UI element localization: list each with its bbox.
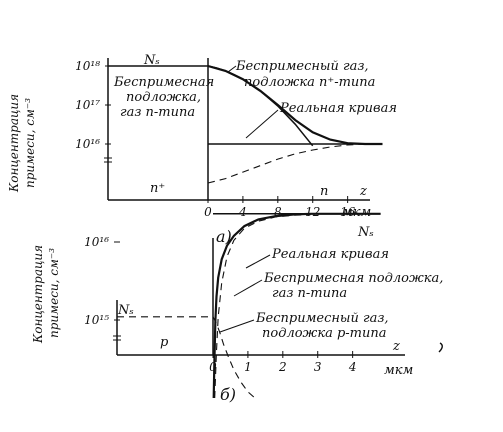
bottom-ylabel-line1: Концентрация	[31, 245, 45, 344]
bottom-ann-real: Реальная кривая	[271, 247, 389, 262]
bottom-series-2-line	[212, 212, 381, 399]
top-x-tick-label-3: 12	[305, 205, 320, 219]
top-ann-sub-line3: газ n-типа	[120, 105, 195, 120]
bottom-x-tick-label-3: 3	[314, 360, 322, 374]
top-unit: мкм	[342, 205, 371, 220]
top-x-tick-label-4: 16	[340, 205, 356, 219]
bottom-ylabel-line2: примеси, см⁻³	[47, 248, 61, 338]
bottom-x-tick-label-1: 1	[244, 360, 252, 374]
top-ylabel-line1: Концентрация	[7, 94, 21, 193]
top-region-left: n⁺	[150, 181, 165, 196]
top-ann-sub-line1: Беспримесная	[113, 75, 214, 90]
top-ylabel-line2: примеси, см⁻³	[23, 98, 37, 188]
stray-mark	[438, 342, 443, 353]
top-y-ticks: 10¹⁸ 10¹⁷ 10¹⁶	[75, 59, 111, 151]
top-panel-label: а)	[216, 227, 232, 246]
bottom-ann-sub-line2: газ n-типа	[272, 286, 347, 301]
top-ann-real-leader	[245, 109, 279, 139]
bottom-ann-sub-leader	[233, 279, 263, 297]
top-ann-gas-leader	[227, 65, 237, 73]
bottom-x-ticks: 0 1 2 3 4	[209, 351, 356, 374]
bottom-ns-left: Nₛ	[117, 303, 134, 318]
bottom-y-tick-label-1: 10¹⁵	[84, 313, 109, 327]
top-ann-real: Реальная кривая	[279, 101, 397, 116]
top-axis-symbol: z	[359, 184, 367, 199]
bottom-axis-symbol: z	[392, 339, 400, 354]
bottom-ann-real-leader	[245, 254, 271, 269]
top-panel: Концентрация примеси, см⁻³ 10¹⁸10¹⁷10¹⁶ …	[7, 53, 397, 246]
bottom-panel-label: б)	[220, 385, 236, 404]
top-x-tick-label-1: 4	[238, 205, 247, 219]
bottom-region-left: p	[160, 335, 169, 350]
top-region-right: n	[320, 184, 328, 199]
bottom-ann-gas-leader	[219, 319, 255, 333]
top-y-tick-label-0: 10¹⁸	[75, 59, 100, 73]
top-series-1-line	[207, 143, 366, 184]
bottom-x-tick-label-0: 0	[209, 360, 217, 374]
bottom-series-1-line	[214, 213, 311, 399]
top-ns-label: Nₛ	[143, 53, 160, 68]
bottom-ann-sub-line1: Беспримесная подложка,	[263, 271, 443, 286]
top-series	[108, 64, 383, 184]
bottom-unit: мкм	[384, 363, 413, 378]
bottom-x-tick-label-4: 4	[348, 360, 357, 374]
bottom-y-ticks: 10¹⁶ 10¹⁵	[84, 235, 120, 327]
top-ann-gas-line2: подложка n⁺-типа	[244, 75, 375, 90]
top-x-tick-label-2: 8	[274, 205, 282, 219]
top-ann-gas-line1: Беспримесный газ,	[235, 59, 369, 74]
bottom-ns-right: Nₛ	[357, 225, 374, 240]
top-ann-sub-line2: подложка,	[126, 90, 201, 105]
bottom-x-tick-label-2: 2	[278, 360, 287, 374]
top-x-ticks: 0 4 8 12 16	[204, 196, 356, 219]
bottom-panel: Концентрация примеси, см⁻³ 10¹⁶ 10¹⁵ 0 1 2 3…	[31, 212, 443, 404]
top-y-tick-label-1: 10¹⁷	[75, 98, 100, 112]
bottom-series	[117, 212, 381, 399]
bottom-ann-gas-line2: подложка p-типа	[262, 326, 387, 341]
top-y-tick-label-2: 10¹⁶	[75, 137, 100, 151]
bottom-y-tick-label-0: 10¹⁶	[84, 235, 109, 249]
bottom-ann-gas-line1: Беспримесный газ,	[255, 311, 389, 326]
top-x-tick-label-0: 0	[204, 205, 212, 219]
